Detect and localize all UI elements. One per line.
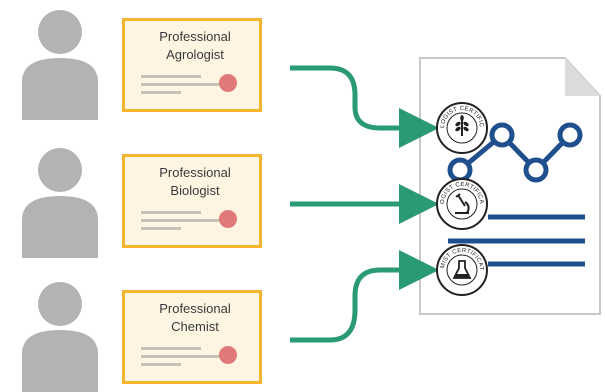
document-text-lines xyxy=(448,214,585,267)
plant-icon xyxy=(455,115,469,136)
microscope-icon xyxy=(455,193,470,214)
certificate-title-line2: Biologist xyxy=(170,183,220,198)
certificate-text-line xyxy=(141,363,181,366)
certificate-title-line1: Professional xyxy=(159,165,231,180)
certification-stamp-biologist: BIOLOGIST CERTIFICATION xyxy=(436,178,488,230)
certificate-biologist: Professional Biologist xyxy=(122,154,262,248)
certificate-seal xyxy=(219,74,237,92)
certificate-title-line1: Professional xyxy=(159,29,231,44)
certificate-text-line xyxy=(141,75,201,78)
molecule-graph xyxy=(447,122,583,183)
certificate-seal xyxy=(219,210,237,228)
certification-stamp-agrologist: AGROLOGIST CERTIFICATION xyxy=(436,102,488,154)
certificate-agrologist: Professional Agrologist xyxy=(122,18,262,112)
person-icon-1 xyxy=(22,10,98,120)
flask-icon xyxy=(452,260,472,279)
certificate-text-line xyxy=(141,83,221,86)
certificate-text-line xyxy=(141,227,181,230)
arrow-agrologist xyxy=(290,65,439,148)
certificate-text-line xyxy=(141,355,221,358)
certificate-text-line xyxy=(141,347,201,350)
certificate-title-line2: Agrologist xyxy=(166,47,224,62)
arrows xyxy=(290,65,439,343)
certificate-text-line xyxy=(141,219,221,222)
certificate-seal xyxy=(219,346,237,364)
certificate-text-line xyxy=(141,211,201,214)
person-icon-3 xyxy=(22,282,98,392)
arrow-chemist xyxy=(290,250,439,343)
person-icon-2 xyxy=(22,148,98,258)
certificate-title-line1: Professional xyxy=(159,301,231,316)
certificate-chemist: Professional Chemist xyxy=(122,290,262,384)
certificate-title-line2: Chemist xyxy=(171,319,219,334)
certificate-text-line xyxy=(141,91,181,94)
certification-stamp-chemist: CHEMIST CERTIFICATION xyxy=(436,244,488,296)
